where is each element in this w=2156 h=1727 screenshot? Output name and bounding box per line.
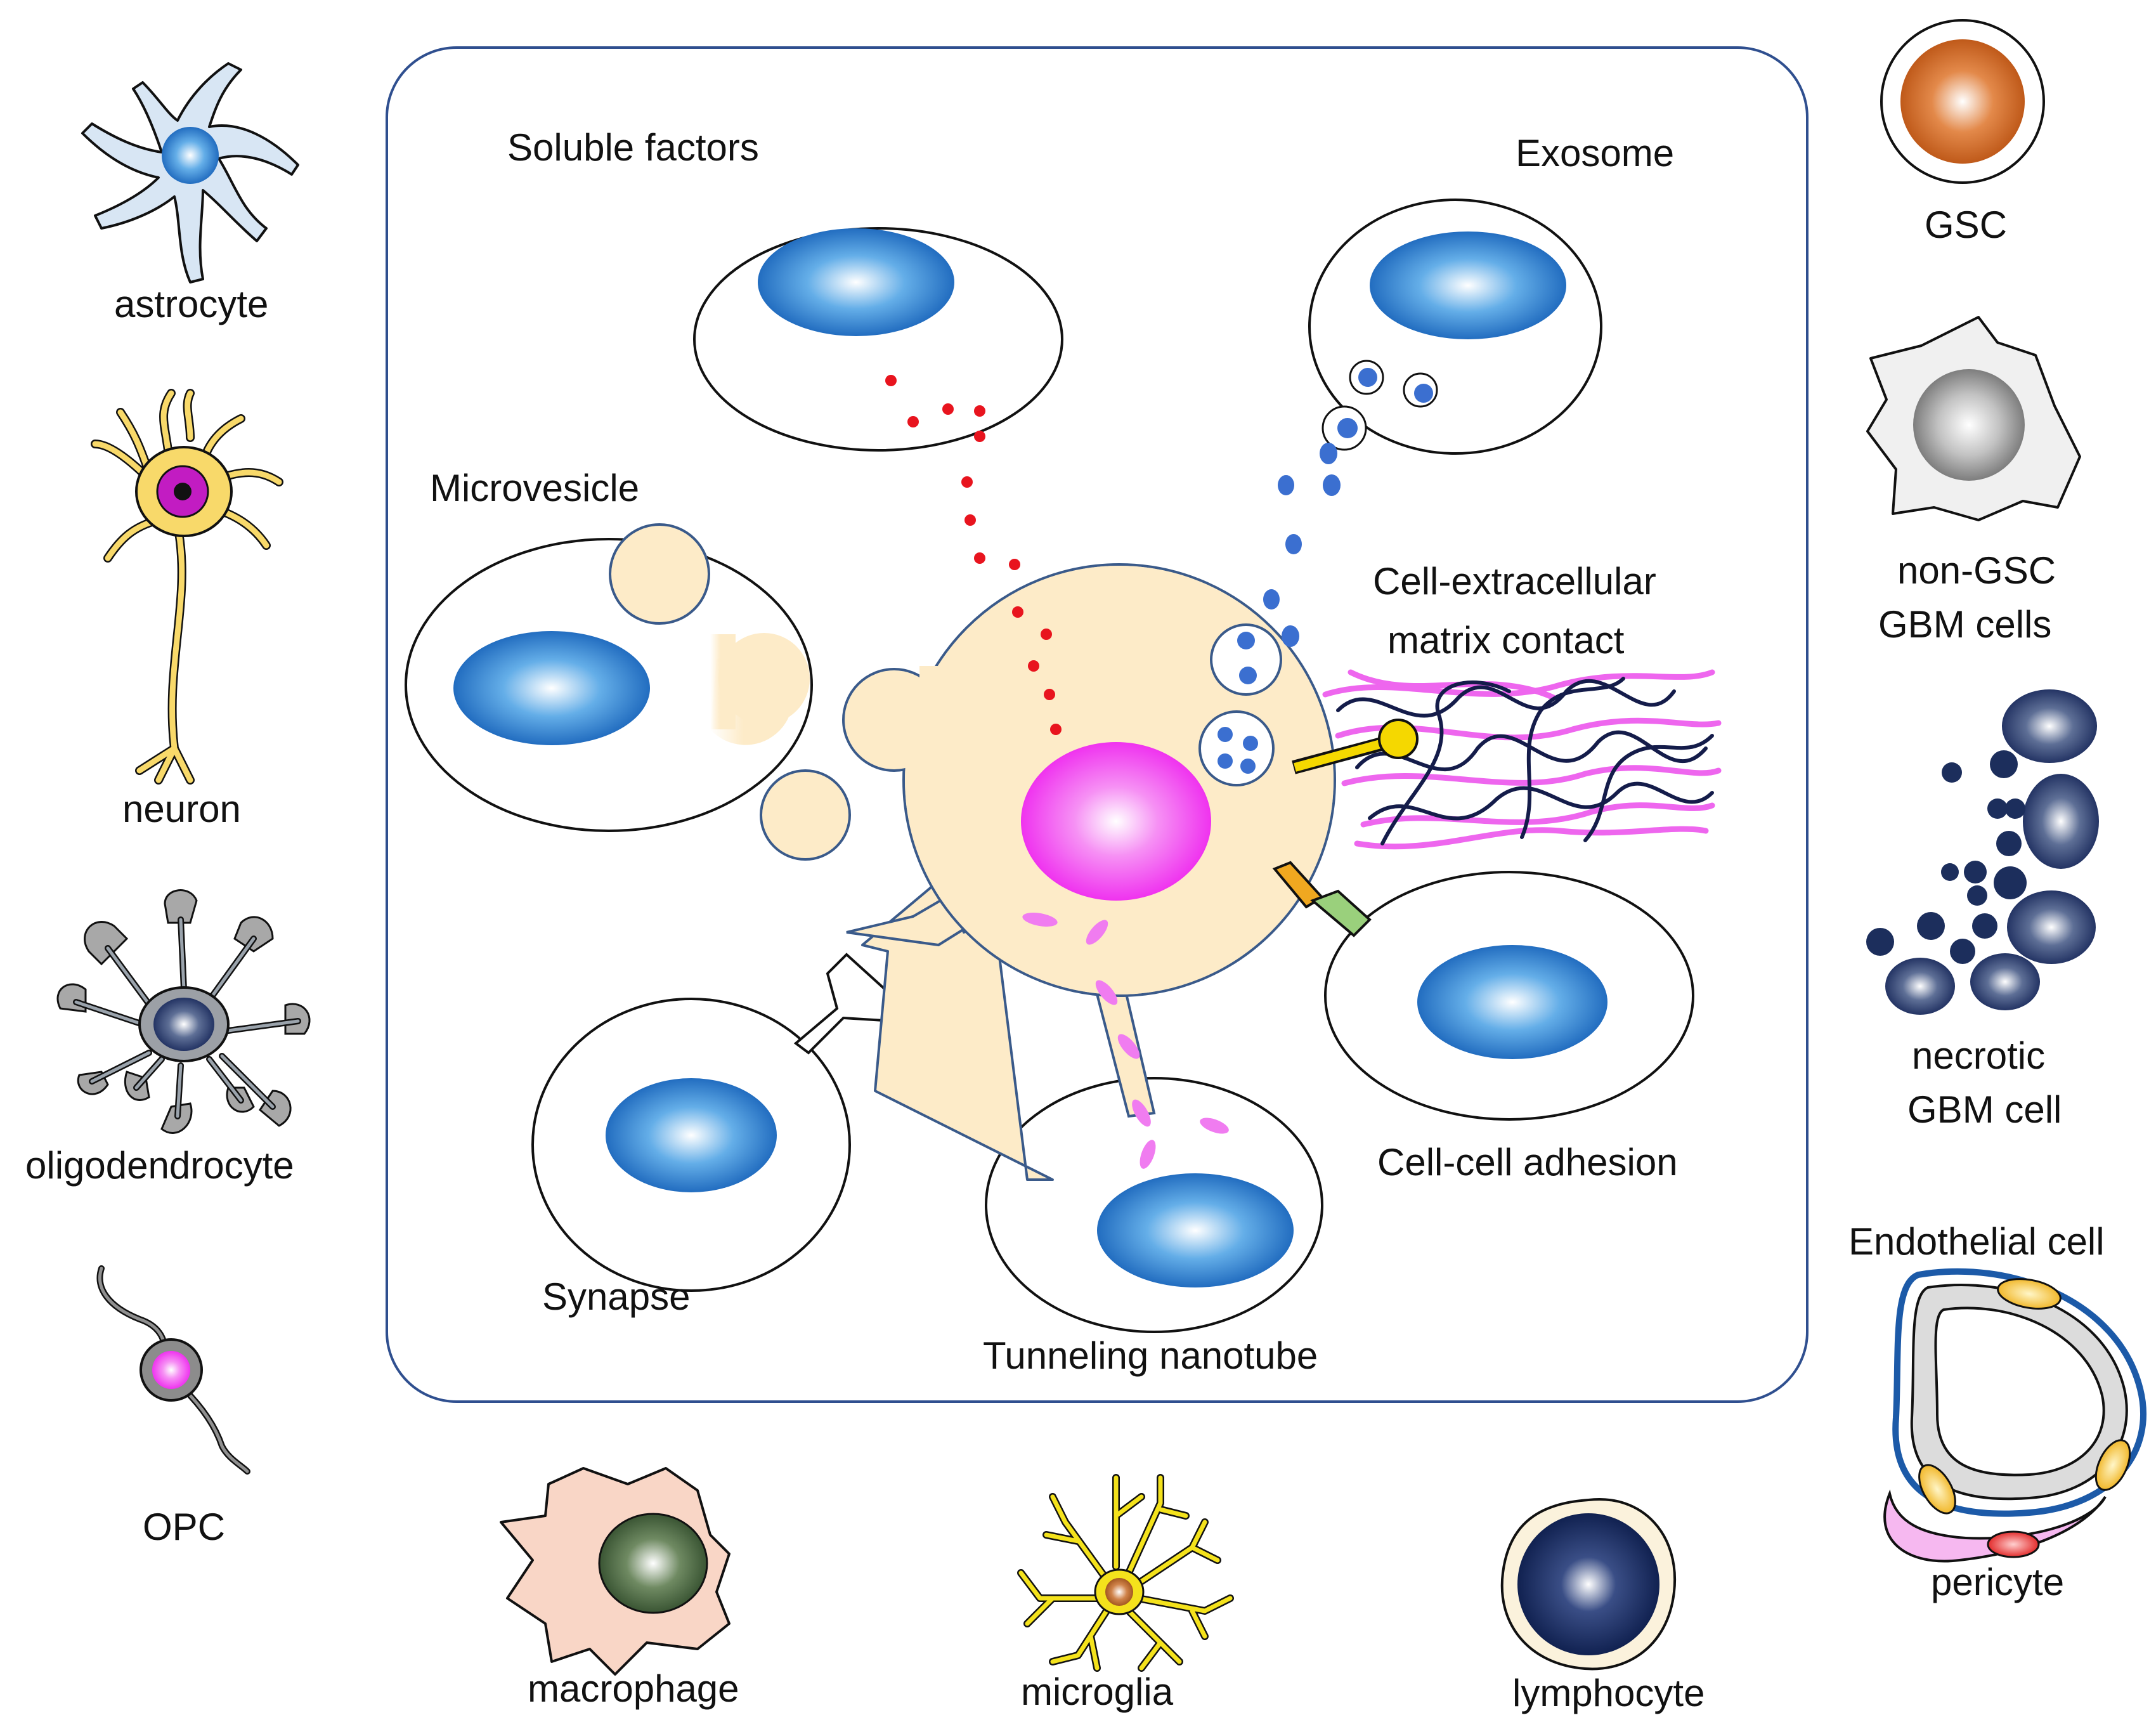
- nucleus: [1370, 231, 1566, 339]
- label-soluble-factors: Soluble factors: [507, 126, 759, 169]
- label-synapse: Synapse: [542, 1275, 691, 1318]
- label-non-gsc-line2: GBM cells: [1878, 603, 2051, 646]
- soluble-factor-dots: [885, 375, 1062, 735]
- non-gsc-gbm-cell-icon: [1866, 316, 2081, 521]
- multivesicular-body: [1198, 710, 1275, 786]
- budding-vesicle: [609, 523, 710, 625]
- label-lymphocyte: lymphocyte: [1512, 1672, 1705, 1714]
- nucleus: [758, 228, 954, 336]
- microglia-icon: [1017, 1474, 1234, 1672]
- endosome: [1210, 623, 1282, 696]
- label-pericyte: pericyte: [1931, 1561, 2064, 1603]
- released-vesicle: [718, 633, 810, 724]
- adhesion-molecules: [1272, 861, 1372, 937]
- released-vesicle: [760, 769, 851, 861]
- label-cell-cell-adhesion: Cell-cell adhesion: [1377, 1141, 1678, 1183]
- label-microglia: microglia: [1021, 1671, 1174, 1713]
- label-microvesicle: Microvesicle: [430, 467, 639, 509]
- astrocyte-icon: [81, 62, 299, 283]
- macrophage-icon: [500, 1467, 731, 1676]
- oligodendrocyte-icon: [56, 889, 311, 1134]
- nucleus: [1417, 945, 1607, 1059]
- label-oligodendrocyte: oligodendrocyte: [25, 1144, 294, 1187]
- exosome-cell: [1308, 199, 1602, 455]
- gsc-icon: [1880, 19, 2045, 184]
- label-ecm-line1: Cell-extracellular: [1373, 560, 1656, 603]
- nucleus: [1097, 1173, 1294, 1287]
- soluble-factors-cell: [693, 227, 1063, 452]
- label-tunneling-nanotube: Tunneling nanotube: [983, 1334, 1318, 1377]
- exosome-trail: [1263, 443, 1341, 647]
- label-astrocyte: astrocyte: [114, 283, 268, 325]
- synapse-cell: [531, 953, 916, 1292]
- neuron-icon: [91, 389, 283, 785]
- label-necrotic-line2: GBM cell: [1907, 1088, 2062, 1131]
- label-neuron: neuron: [122, 788, 241, 830]
- central-gbm-cell: [842, 563, 1336, 1181]
- label-exosome: Exosome: [1516, 132, 1674, 174]
- label-ecm-line2: matrix contact: [1387, 619, 1625, 661]
- label-opc: OPC: [143, 1506, 225, 1548]
- necrotic-gbm-cell-icon: [1866, 689, 2099, 1015]
- label-macrophage: macrophage: [528, 1667, 739, 1710]
- central-nucleus: [1021, 742, 1211, 901]
- label-necrotic-line1: necrotic: [1912, 1034, 2045, 1077]
- integrin-receptor: [1292, 719, 1419, 774]
- extracellular-matrix-fibers: [1322, 669, 1722, 850]
- nucleus: [606, 1078, 777, 1192]
- blood-vessel-icon: [1883, 1268, 2146, 1563]
- opc-icon: [96, 1265, 250, 1475]
- microvesicle-cell: [405, 523, 813, 832]
- adhesion-cell: [1324, 871, 1694, 1121]
- nucleus: [453, 631, 650, 745]
- label-gsc: GSC: [1925, 204, 2007, 246]
- label-non-gsc-line1: non-GSC: [1897, 549, 2056, 592]
- label-endothelial-cell: Endothelial cell: [1848, 1220, 2105, 1263]
- lymphocyte-icon: [1500, 1498, 1677, 1671]
- nanotube-target-cell: [985, 1077, 1323, 1333]
